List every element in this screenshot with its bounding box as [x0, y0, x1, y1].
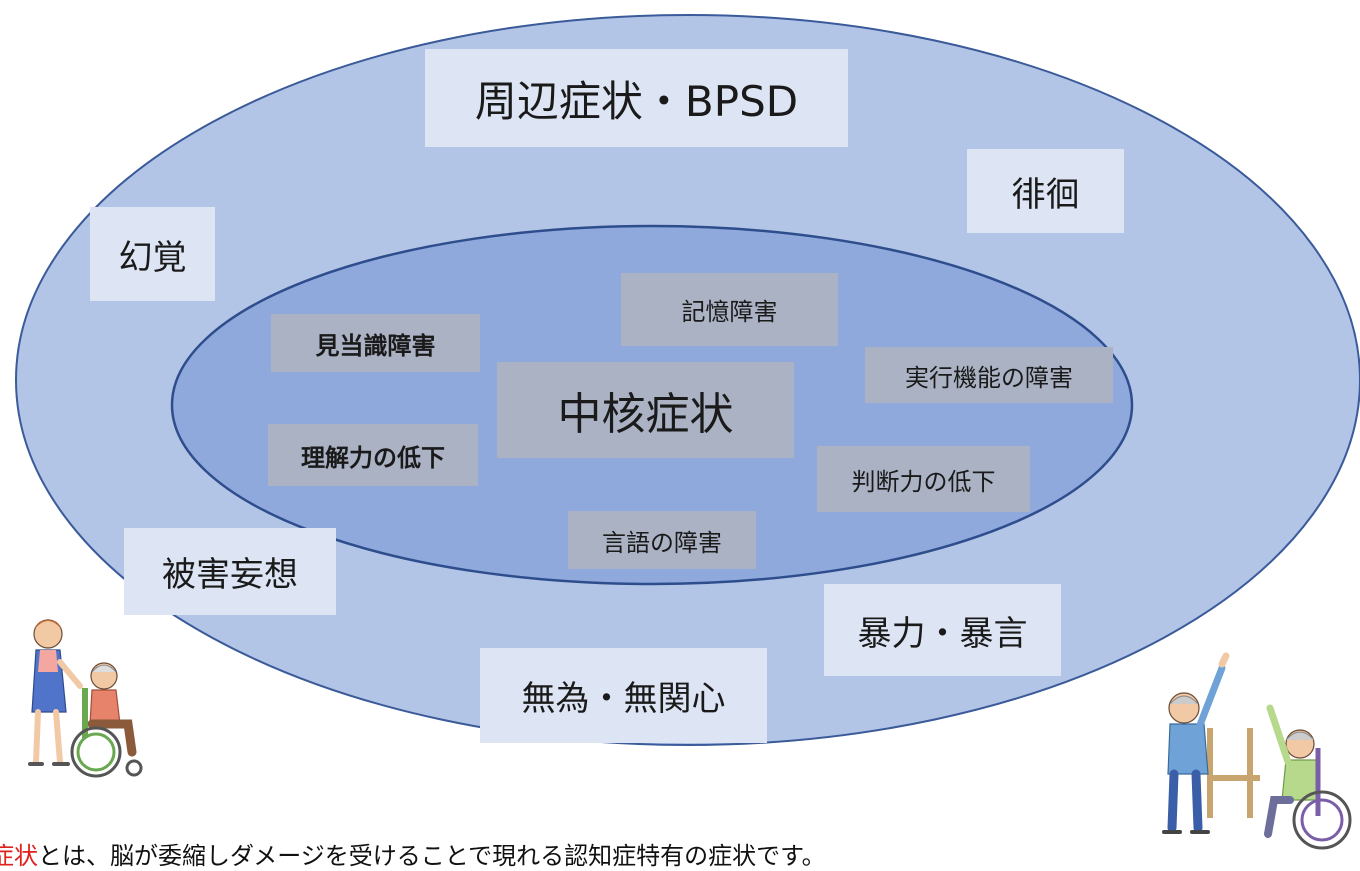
inner-title: 中核症状	[497, 362, 794, 458]
symptom-disorientation: 見当識障害	[271, 314, 480, 372]
caption: 症状とは、脳が委縮しダメージを受けることで現れる認知症特有の症状です。	[0, 836, 826, 871]
symptom-executive: 実行機能の障害	[865, 347, 1113, 403]
caption-highlight: 症状	[0, 842, 38, 870]
caption-text: とは、脳が委縮しダメージを受けることで現れる認知症特有の症状です。	[38, 842, 826, 870]
symptom-judgment: 判断力の低下	[817, 446, 1030, 512]
symptom-memory: 記憶障害	[621, 273, 838, 346]
symptom-persecution: 被害妄想	[124, 528, 336, 615]
caregiver-wheelchair-illustration	[28, 619, 143, 778]
seniors-exercise-illustration	[1162, 652, 1352, 850]
symptom-wandering: 徘徊	[967, 149, 1124, 233]
symptom-hallucination: 幻覚	[90, 207, 215, 301]
symptom-comprehension: 理解力の低下	[268, 424, 478, 486]
symptom-language: 言語の障害	[568, 511, 756, 569]
outer-title: 周辺症状・BPSD	[425, 49, 848, 147]
symptom-apathy: 無為・無関心	[480, 648, 767, 743]
symptom-violence: 暴力・暴言	[824, 584, 1061, 676]
